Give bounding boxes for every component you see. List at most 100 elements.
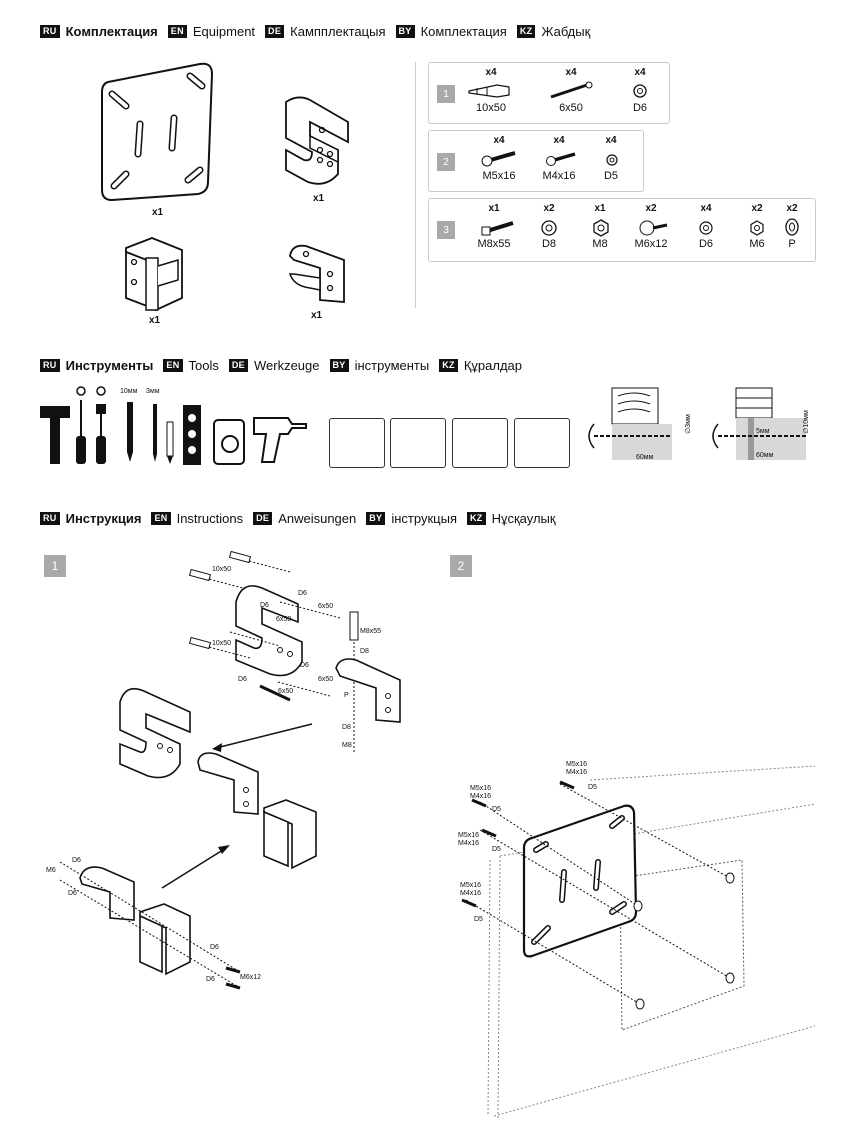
drilling-brick-diagram <box>712 387 806 460</box>
washer-icon <box>541 220 557 236</box>
drill-bit-3-icon <box>153 404 157 462</box>
step2-label: D5 <box>474 916 483 923</box>
mounting-plate-drawing <box>101 62 214 202</box>
step1-label: D6 <box>238 676 247 683</box>
step1-label: D8 <box>342 724 351 731</box>
drill-depth-label-2: 60мм <box>756 452 774 459</box>
step2-label: M5x16 <box>458 832 480 839</box>
washer-icon <box>606 154 618 166</box>
equipment-title-de: Кампплектацыя <box>290 24 386 39</box>
warning-two-person-icon <box>329 418 385 468</box>
step1-label: D6 <box>210 944 219 951</box>
step1-label: D6 <box>260 602 269 609</box>
divider <box>415 62 416 308</box>
drill-depth-label-1: 60мм <box>636 454 654 461</box>
step-1-assembly-diagram <box>59 550 401 990</box>
step2-label: D5 <box>492 806 501 813</box>
spacer-icon <box>785 218 799 236</box>
step1-label: M6x12 <box>240 974 262 981</box>
nut-icon <box>593 219 609 237</box>
wall-bracket-drawing <box>285 96 349 185</box>
step1-label: M8 <box>342 742 352 749</box>
step1-label: 10x50 <box>212 640 232 647</box>
kit-number: 2 <box>437 153 455 171</box>
drill-diameter-label-2: ∅10мм <box>802 410 810 434</box>
drill-gap-label-2: 5мм <box>756 428 770 435</box>
instructions-title-kz: Нұсқаулық <box>491 511 556 526</box>
step1-label: D6 <box>72 857 81 864</box>
lang-tag-ru: RU <box>40 359 60 372</box>
step2-label: M4x16 <box>566 769 588 776</box>
tape-measure-icon <box>213 419 245 465</box>
lang-tag-de: DE <box>265 25 285 38</box>
lang-tag-by: BY <box>329 359 349 372</box>
plate-qty: x1 <box>152 207 164 218</box>
equipment-title-by: Комплектация <box>420 24 507 39</box>
instructions-title-ru: Инструкция <box>65 511 142 526</box>
tools-header: RU Инструменты EN Tools DE Werkzeuge BY … <box>40 358 526 373</box>
step2-label: D5 <box>492 846 501 853</box>
step-2-badge: 2 <box>450 555 472 577</box>
equipment-title-ru: Комплектация <box>65 24 158 39</box>
drill-bit-10-icon <box>127 402 133 462</box>
kit-number: 1 <box>437 85 455 103</box>
clamp-qty: x1 <box>149 315 161 326</box>
step1-label: D6 <box>206 976 215 983</box>
step1-label: M8x55 <box>360 628 382 635</box>
anchor-icon <box>468 84 510 98</box>
step1-label: D6 <box>68 890 77 897</box>
bracket-qty: x1 <box>313 193 325 204</box>
equipment-header: RU Комплектация EN Equipment DE Кампплек… <box>40 24 594 39</box>
level-icon <box>183 405 201 465</box>
lang-tag-kz: KZ <box>439 359 458 372</box>
tools-title-ru: Инструменты <box>65 358 154 373</box>
step1-label: D6 <box>300 662 309 669</box>
tools-title-kz: Құралдар <box>463 358 522 373</box>
lang-tag-kz: KZ <box>466 512 486 525</box>
lang-tag-by: BY <box>395 25 415 38</box>
tools-title-en: Tools <box>188 358 219 373</box>
tools-title-by: інструменты <box>354 358 430 373</box>
step-2-assembly-diagram <box>461 765 816 1119</box>
step2-label: M4x16 <box>460 890 482 897</box>
step1-label: 6x50 <box>318 603 334 610</box>
step2-label: D5 <box>588 784 597 791</box>
clamp-drawing <box>125 237 183 312</box>
step2-label: M4x16 <box>458 840 480 847</box>
nut-icon <box>750 220 764 236</box>
instructions-title-by: інструкцыя <box>391 511 457 526</box>
step-1-badge: 1 <box>44 555 66 577</box>
bolt-icon <box>481 221 514 236</box>
small-bracket-qty: x1 <box>311 310 323 321</box>
lang-tag-en: EN <box>151 512 171 525</box>
drill-diameter-label-1: ∅3мм <box>684 414 692 434</box>
step1-label: D6 <box>298 590 307 597</box>
warning-gas-icon <box>514 418 570 468</box>
step2-label: M5x16 <box>566 761 588 768</box>
screwdriver-phillips-icon <box>76 386 86 464</box>
lang-tag-en: EN <box>167 25 187 38</box>
step1-label: 10x50 <box>212 566 232 573</box>
instructions-header: RU Инструкция EN Instructions DE Anweisu… <box>40 511 560 526</box>
step1-label: M6 <box>46 867 56 874</box>
washer-icon <box>699 221 713 235</box>
bolt-icon <box>639 220 668 236</box>
kit-number: 3 <box>437 221 455 239</box>
lang-tag-de: DE <box>253 512 273 525</box>
small-bracket-drawing <box>288 244 345 303</box>
washer-icon <box>633 84 647 98</box>
warning-water-pipe-icon <box>452 418 508 468</box>
tools-title-de: Werkzeuge <box>253 358 320 373</box>
